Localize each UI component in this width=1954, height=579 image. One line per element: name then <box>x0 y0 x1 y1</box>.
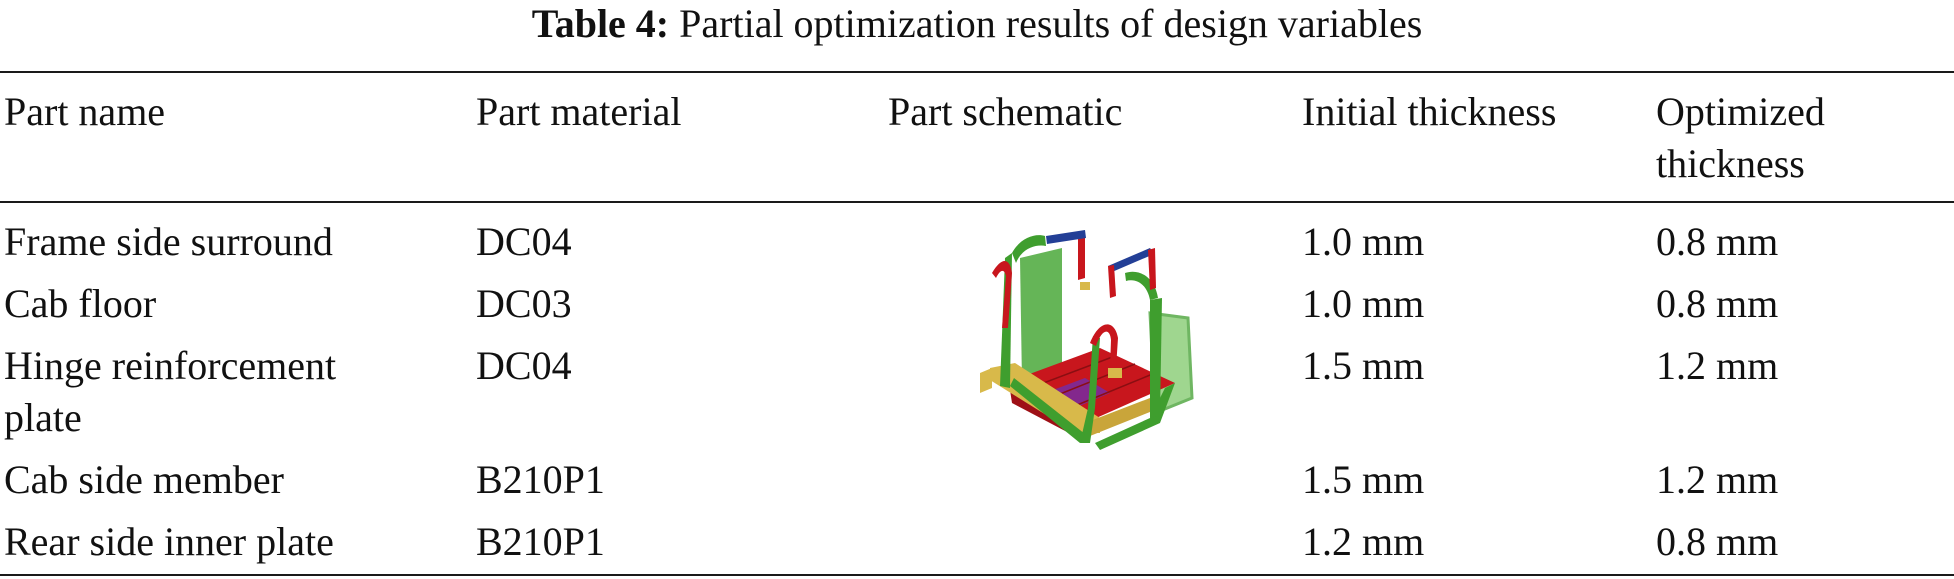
row3-part-name-line2: plate <box>4 395 82 440</box>
row4-part-name: Cab side member <box>4 457 284 502</box>
header-initial-thickness: Initial thickness <box>1302 89 1557 134</box>
row2-optimized: 0.8 mm <box>1656 281 1779 326</box>
row1-optimized: 0.8 mm <box>1656 219 1779 264</box>
row3-part-name: Hinge reinforcement <box>4 343 337 388</box>
header-part-name: Part name <box>4 89 166 134</box>
table-caption: Table 4: Partial optimization results of… <box>0 0 1954 48</box>
cab-frame-schematic <box>980 230 1194 450</box>
header-part-material: Part material <box>476 89 682 134</box>
row3-material: DC04 <box>476 343 572 388</box>
row5-part-name: Rear side inner plate <box>4 519 334 564</box>
header-optimized-thickness-line2: thickness <box>1656 141 1805 186</box>
row4-optimized: 1.2 mm <box>1656 457 1779 502</box>
row2-initial: 1.0 mm <box>1302 281 1425 326</box>
caption-text: Partial optimization results of design v… <box>669 1 1423 46</box>
row5-initial: 1.2 mm <box>1302 519 1425 564</box>
row1-initial: 1.0 mm <box>1302 219 1425 264</box>
row5-optimized: 0.8 mm <box>1656 519 1779 564</box>
caption-label: Table 4: <box>531 1 670 46</box>
row3-initial: 1.5 mm <box>1302 343 1425 388</box>
row4-initial: 1.5 mm <box>1302 457 1425 502</box>
header-optimized-thickness-line1: Optimized <box>1656 89 1825 134</box>
top-rule <box>0 71 1954 73</box>
bottom-rule <box>0 574 1954 576</box>
row1-part-name: Frame side surround <box>4 219 333 264</box>
header-part-schematic: Part schematic <box>888 89 1123 134</box>
row3-optimized: 1.2 mm <box>1656 343 1779 388</box>
row4-material: B210P1 <box>476 457 605 502</box>
row2-part-name: Cab floor <box>4 281 157 326</box>
row5-material: B210P1 <box>476 519 605 564</box>
row1-material: DC04 <box>476 219 572 264</box>
row2-material: DC03 <box>476 281 572 326</box>
header-rule <box>0 201 1954 203</box>
